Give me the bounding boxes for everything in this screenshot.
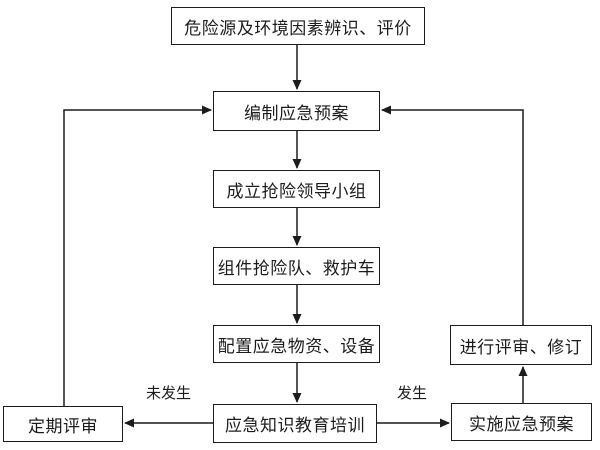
node-establish-leadership-group-label: 成立抢险领导小组 — [226, 181, 367, 201]
node-hazard-identification: 危险源及环境因素辨识、评价 — [171, 7, 425, 45]
node-form-rescue-team-label: 组件抢险队、救护车 — [217, 258, 376, 278]
arrow-periodic-to-compile — [63, 105, 212, 406]
node-compile-emergency-plan: 编制应急预案 — [213, 91, 380, 131]
node-implement-emergency-plan-label: 实施应急预案 — [469, 414, 574, 434]
node-form-rescue-team: 组件抢险队、救护车 — [213, 247, 380, 285]
node-hazard-identification-label: 危险源及环境因素辨识、评价 — [184, 18, 412, 38]
node-configure-supplies-equipment-label: 配置应急物资、设备 — [217, 336, 376, 356]
node-implement-emergency-plan: 实施应急预案 — [451, 403, 592, 441]
node-establish-leadership-group: 成立抢险领导小组 — [213, 170, 380, 208]
node-conduct-review-revision: 进行评审、修订 — [450, 325, 592, 365]
node-emergency-knowledge-training-label: 应急知识教育培训 — [225, 416, 365, 435]
node-configure-supplies-equipment: 配置应急物资、设备 — [213, 325, 380, 363]
node-conduct-review-revision-label: 进行评审、修订 — [459, 337, 583, 357]
edge-label-not-occurred: 未发生 — [146, 386, 192, 402]
node-emergency-knowledge-training: 应急知识教育培训 — [213, 404, 377, 443]
arrow-revise-to-compile — [381, 105, 524, 325]
node-periodic-review: 定期评审 — [3, 406, 123, 442]
node-periodic-review-label: 定期评审 — [28, 416, 98, 436]
node-compile-emergency-plan-label: 编制应急预案 — [244, 103, 349, 123]
edge-label-occurred: 发生 — [397, 386, 428, 402]
